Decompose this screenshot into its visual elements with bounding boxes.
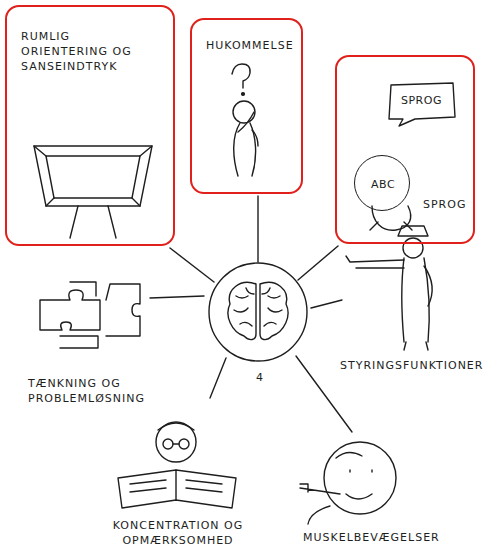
- node-text: ABC: [371, 177, 395, 192]
- node-text: SPROG: [401, 93, 442, 108]
- function-label: MUSKELBEVÆGELSER: [303, 530, 440, 545]
- baby-head: ABC: [354, 155, 410, 211]
- node-text: HUKOMMELSE: [206, 38, 294, 53]
- category-box: RUMLIG ORIENTERING OG SANSEINDTRYK: [5, 5, 175, 246]
- category-box: SPROG SPROG ABC: [335, 55, 475, 244]
- speech-bubble: SPROG: [385, 81, 457, 127]
- category-box: HUKOMMELSE: [190, 18, 303, 194]
- function-label: KONCENTRATION OG OPMÆRKSOMHED: [98, 518, 258, 548]
- small-mark: 4: [256, 370, 264, 385]
- node-text: RUMLIG ORIENTERING OG SANSEINDTRYK: [21, 29, 161, 74]
- function-label: TÆNKNING OG PROBLEMLØSNING: [28, 376, 160, 406]
- function-label: STYRINGSFUNKTIONER: [340, 358, 483, 373]
- node-text: SPROG: [423, 197, 466, 212]
